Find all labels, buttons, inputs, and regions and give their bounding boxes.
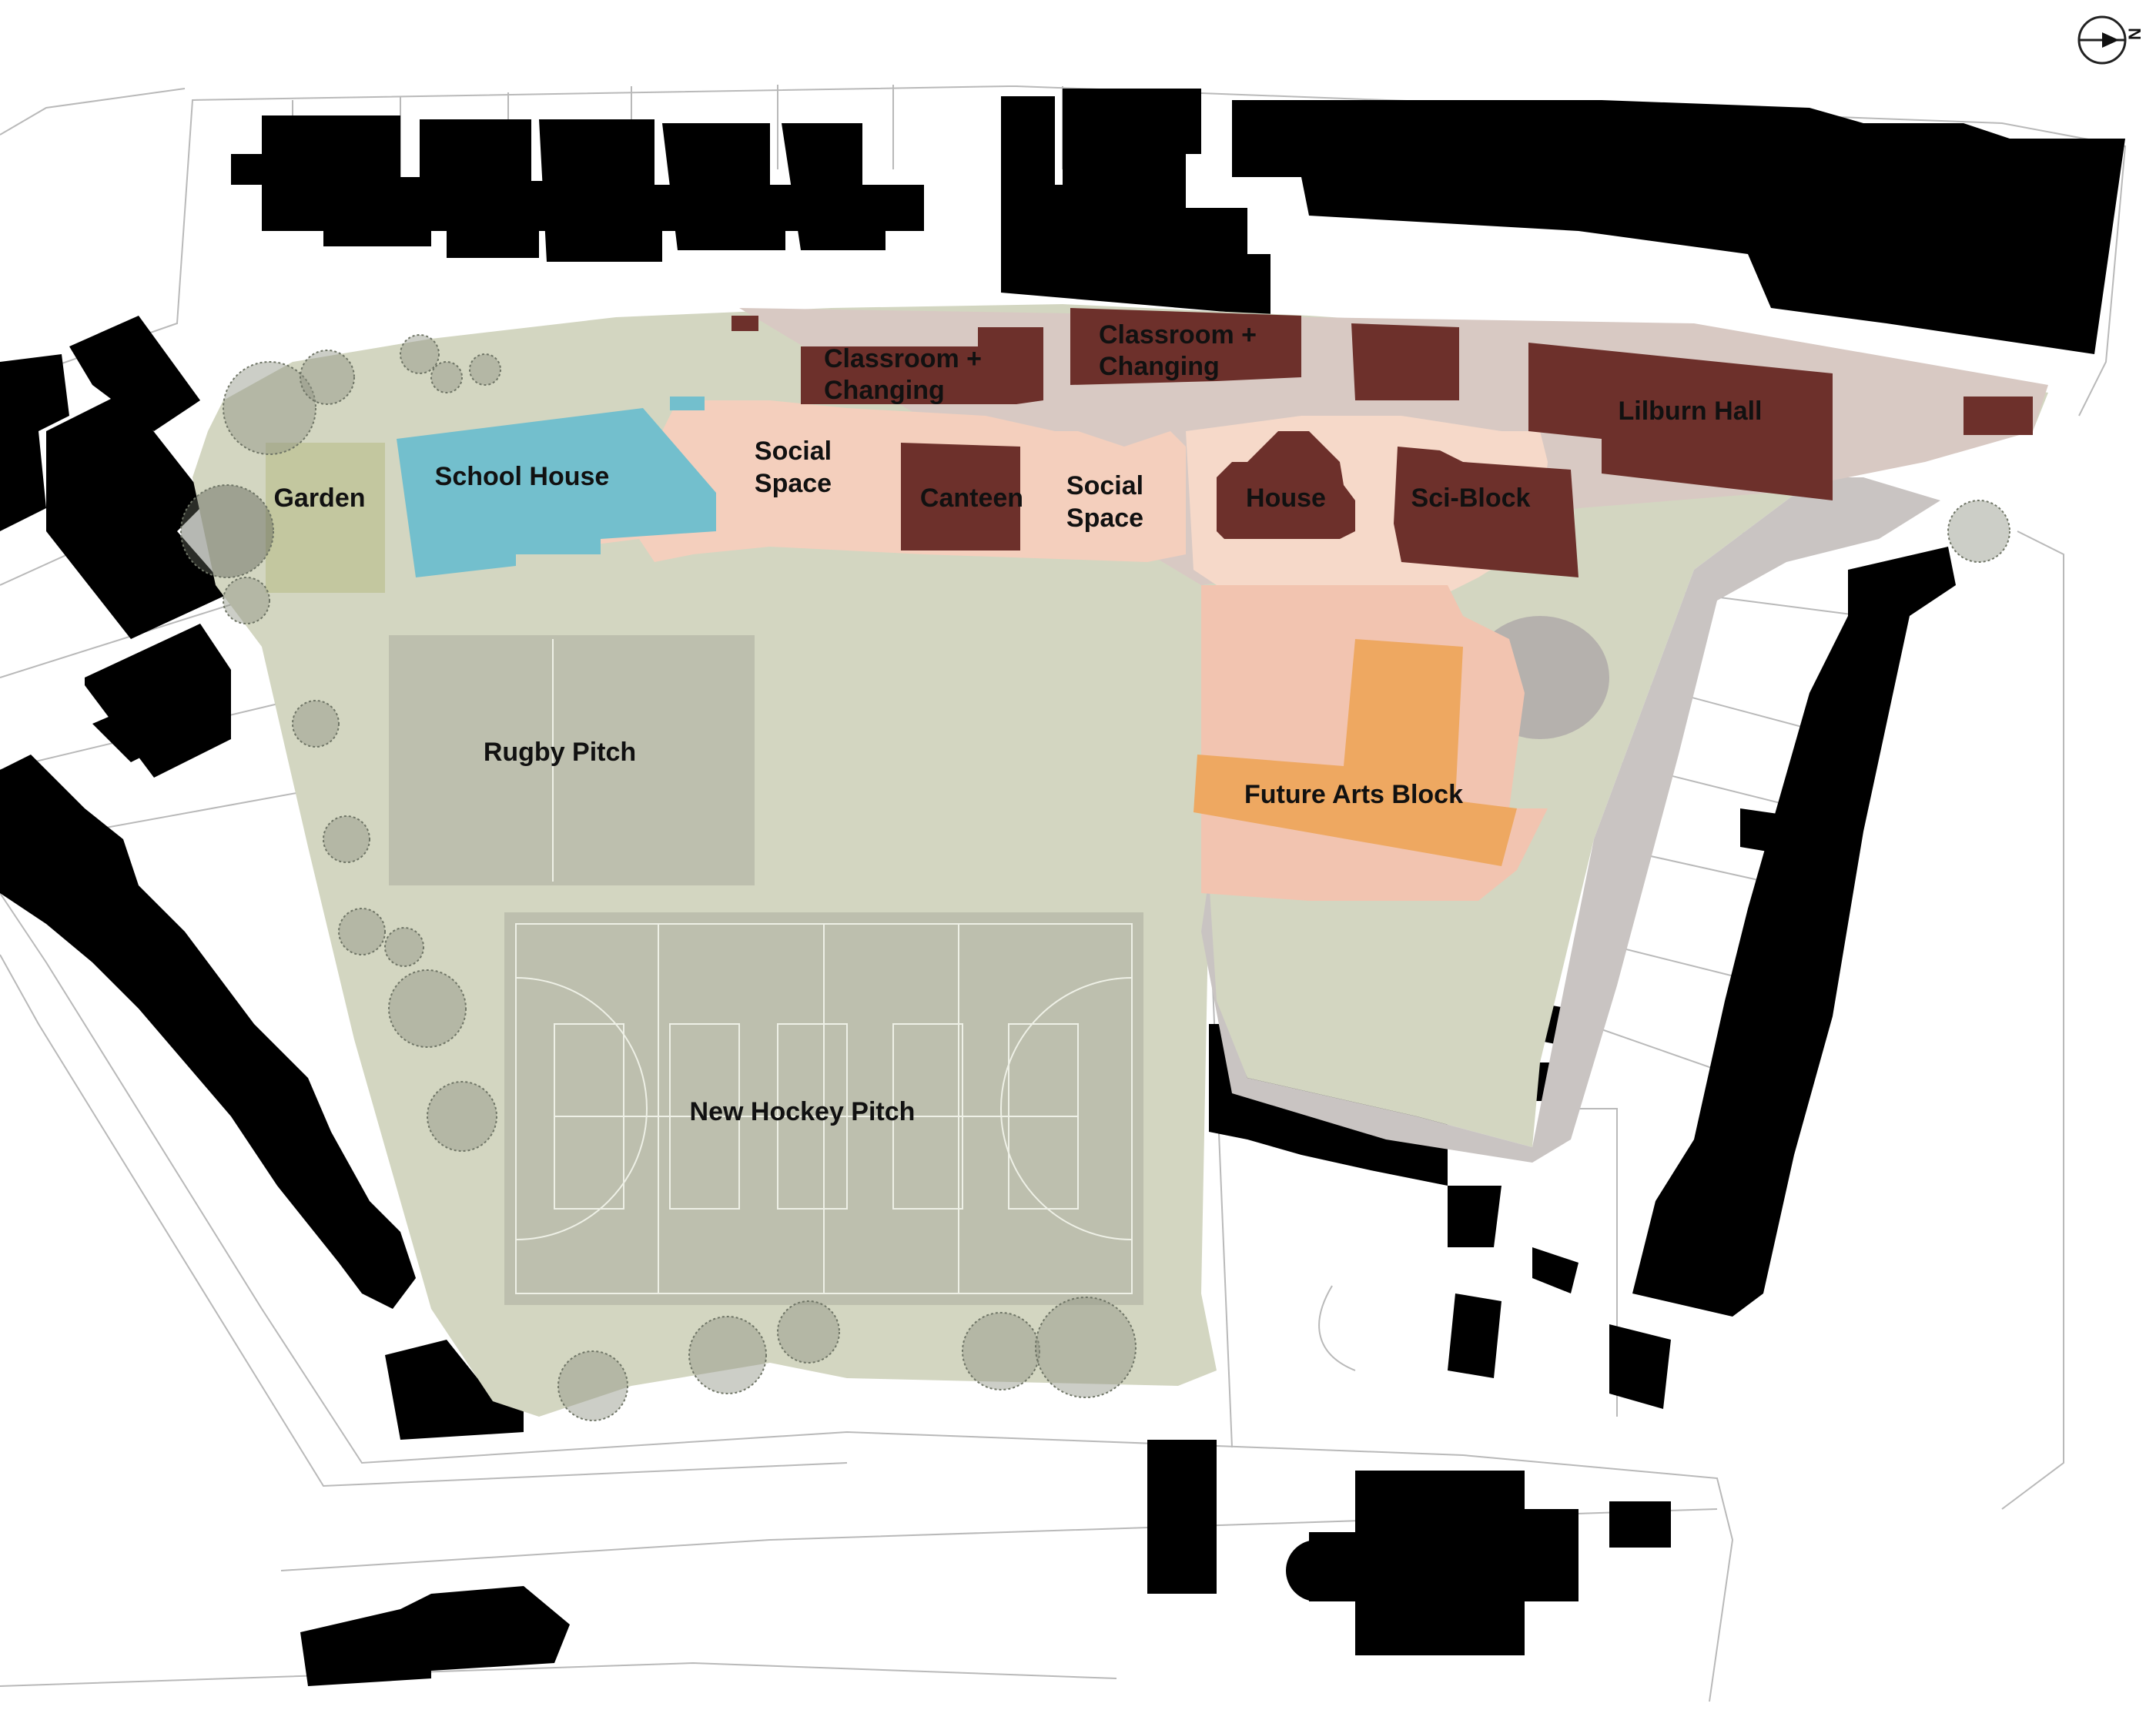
school-house-label: School House (435, 462, 610, 491)
area-labels: Garden School House Social Space Classro… (273, 320, 1762, 1126)
tree (323, 815, 370, 863)
garden-area (266, 443, 385, 593)
small-building-east (1964, 397, 2033, 435)
classroom-changing-1-label-line2: Changing (824, 376, 945, 405)
tree (300, 350, 355, 405)
tree (388, 969, 467, 1048)
lilburn-hall-label: Lilburn Hall (1619, 397, 1763, 426)
neighbor-block-north-long (1232, 100, 2125, 354)
classroom-changing-2-label-line2: Changing (1099, 352, 1220, 381)
neighbor-terrace-north (662, 123, 832, 250)
neighbor-block-west (46, 393, 231, 639)
tree (430, 361, 463, 393)
sci-block-building (1394, 447, 1578, 577)
neighbor-block-west (0, 354, 69, 531)
tree (962, 1312, 1040, 1390)
canteen-building (901, 443, 1020, 550)
neighbor-buildings (0, 89, 2125, 1686)
classroom-block-3-building (1351, 323, 1459, 400)
tree (1947, 500, 2010, 563)
compass-arrowhead (2102, 32, 2119, 48)
future-arts-block-building (1194, 639, 1517, 866)
tree (223, 361, 316, 455)
neighbor-block-east (1448, 1186, 1502, 1247)
school-house-building (397, 408, 716, 577)
neighbor-block-west (85, 624, 231, 778)
neighbor-block-east (1756, 901, 1802, 955)
tree (400, 334, 440, 374)
tree (557, 1350, 628, 1421)
new-hockey-pitch-label: New Hockey Pitch (690, 1097, 916, 1126)
tree (384, 927, 424, 967)
house-label: House (1246, 484, 1326, 513)
neighbor-block-north (1063, 89, 1201, 208)
neighbor-block-north (1001, 208, 1270, 316)
small-outbuilding (732, 316, 758, 331)
classroom-changing-1-building (801, 327, 1043, 404)
future-arts-block-label: Future Arts Block (1244, 780, 1463, 809)
social-space-1-label-line1: Social (755, 437, 832, 466)
social-space-1-label-line2: Space (755, 469, 832, 498)
school-buildings (397, 308, 2033, 866)
neighbor-building-church (1309, 1471, 1578, 1655)
rugby-pitch-label: Rugby Pitch (484, 738, 636, 767)
neighbor-block-north (1001, 96, 1063, 208)
classroom-changing-2-building (1070, 308, 1301, 385)
house-building (1217, 431, 1355, 539)
neighbor-block-east (1609, 1324, 1671, 1409)
social-space-2-label-line2: Space (1066, 504, 1143, 533)
tree (1035, 1297, 1137, 1398)
classroom-changing-1-label-line1: Classroom + (824, 344, 982, 373)
tree (292, 700, 340, 748)
tree (223, 577, 270, 624)
lilburn-hall-building (1528, 343, 1833, 500)
tree (688, 1316, 767, 1394)
neighbor-block-west (69, 316, 200, 431)
rugby-pitch-area (389, 635, 755, 885)
hard-landscape-courtyard (1201, 477, 1940, 1163)
neighbor-block-south (300, 1586, 570, 1686)
sci-block-label: Sci-Block (1411, 484, 1531, 513)
neighbor-terrace-north (539, 119, 708, 262)
hockey-pitch-markings (515, 923, 1133, 1294)
compass-north-label: N (2125, 28, 2144, 40)
north-arrow: N (2077, 15, 2144, 65)
tree (180, 484, 274, 578)
canteen-label: Canteen (920, 484, 1023, 513)
garden-label: Garden (273, 484, 365, 513)
neighbor-block-east (1448, 1293, 1502, 1378)
school-house-annex (670, 397, 705, 410)
tree (427, 1081, 497, 1152)
tree (338, 908, 386, 955)
neighbor-block-south (1609, 1501, 1671, 1548)
neighbor-block-south (1147, 1440, 1217, 1594)
neighbor-building-church-apse (1286, 1540, 1348, 1601)
neighbor-terrace-north (782, 123, 924, 250)
neighbor-terrace-north (231, 115, 462, 246)
neighbor-block-west (92, 701, 177, 762)
neighbor-block-east (1740, 808, 1794, 855)
neighbor-terrace-north (420, 119, 585, 258)
social-space-2-label-line1: Social (1066, 471, 1143, 500)
neighbor-block-southwest (385, 1340, 524, 1440)
trees (180, 334, 2010, 1421)
tree (469, 353, 501, 386)
tree (777, 1300, 840, 1364)
neighbor-block-east (1532, 1247, 1578, 1293)
sports-pitches (389, 635, 1143, 1305)
neighbor-terrace-west (0, 755, 416, 1309)
classroom-changing-2-label-line1: Classroom + (1099, 320, 1257, 350)
